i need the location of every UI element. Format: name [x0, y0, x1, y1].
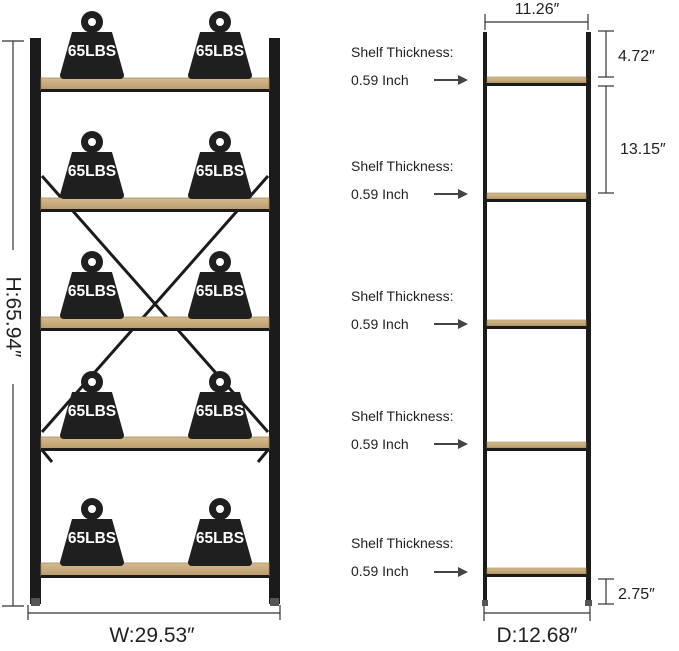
- depth-dimension: [483, 606, 591, 621]
- front-shelf-2: [40, 197, 270, 211]
- weight-icons: 65LBS 65LBS 65LBS 65LBS 65LBS: [60, 11, 252, 566]
- side-shelf-2: [486, 192, 587, 200]
- side-view: 11.26″ D:12.68″: [351, 1, 666, 647]
- weight-label: 65LBS: [68, 43, 116, 60]
- right-foot: [270, 598, 279, 606]
- side-shelf-5-rail: [487, 574, 586, 577]
- weight-icon: 65LBS: [60, 498, 124, 566]
- shelf-note-title: Shelf Thickness:: [351, 535, 453, 551]
- arrow-right-icon: [434, 189, 468, 199]
- front-view: H:65.94″ W:29.53″: [2, 11, 281, 647]
- shelf-note: Shelf Thickness: 0.59 Inch: [351, 44, 468, 88]
- cross-braces: [40, 175, 270, 463]
- width-label: W:29.53″: [109, 624, 195, 646]
- arrow-right-icon: [434, 567, 468, 577]
- bottom-gap-dimension: [598, 578, 614, 605]
- side-foot-back: [585, 600, 592, 606]
- weight-label: 65LBS: [68, 403, 116, 420]
- front-shelves: [40, 77, 270, 578]
- weight-icon: 65LBS: [60, 131, 124, 199]
- top-gap-dimension: [598, 30, 614, 78]
- shelf-note: Shelf Thickness: 0.59 Inch: [351, 535, 468, 579]
- right-post: [269, 38, 280, 604]
- weight-icon: 65LBS: [60, 11, 124, 79]
- shelf-note-value: 0.59 Inch: [351, 316, 409, 332]
- height-dimension: [2, 40, 24, 607]
- top-gap-label: 4.72″: [618, 48, 655, 65]
- width-dimension: [27, 605, 281, 620]
- shelf-note-title: Shelf Thickness:: [351, 44, 453, 60]
- front-shelf-1-rail: [41, 89, 269, 92]
- shelf-note: Shelf Thickness: 0.59 Inch: [351, 158, 468, 202]
- depth-label: D:12.68″: [497, 624, 579, 646]
- weight-label: 65LBS: [196, 530, 244, 547]
- shelf-note-value: 0.59 Inch: [351, 72, 409, 88]
- side-shelves: [486, 76, 587, 577]
- arrow-right-icon: [434, 75, 468, 85]
- bottom-gap-label: 2.75″: [618, 586, 655, 603]
- shelf-note-title: Shelf Thickness:: [351, 288, 453, 304]
- side-shelf-1-rail: [487, 83, 586, 86]
- shelf-note: Shelf Thickness: 0.59 Inch: [351, 288, 468, 332]
- front-shelf-2-rail: [41, 209, 269, 212]
- weight-label: 65LBS: [68, 163, 116, 180]
- weight-label: 65LBS: [196, 43, 244, 60]
- arrow-right-icon: [434, 439, 468, 449]
- shelf-note-title: Shelf Thickness:: [351, 158, 453, 174]
- shelf-note-value: 0.59 Inch: [351, 186, 409, 202]
- front-shelf-4-rail: [41, 448, 269, 451]
- weight-icon: 65LBS: [188, 371, 252, 439]
- side-front-post: [483, 32, 487, 604]
- weight-icon: 65LBS: [60, 251, 124, 319]
- side-shelf-2-rail: [487, 199, 586, 202]
- weight-icon: 65LBS: [188, 498, 252, 566]
- left-foot: [31, 598, 40, 606]
- arrow-right-icon: [434, 319, 468, 329]
- weight-label: 65LBS: [196, 403, 244, 420]
- shelf-notes: Shelf Thickness: 0.59 Inch Shelf Thickne…: [351, 44, 468, 579]
- front-shelf-3-rail: [41, 328, 269, 331]
- top-width-dimension: [484, 14, 589, 30]
- side-shelf-4: [486, 441, 587, 449]
- side-foot-front: [482, 600, 488, 606]
- shelf-gap-dimension: [598, 85, 614, 194]
- weight-label: 65LBS: [68, 283, 116, 300]
- side-shelf-1: [486, 76, 587, 84]
- shelf-gap-label: 13.15″: [620, 141, 666, 158]
- side-shelf-3: [486, 319, 587, 327]
- weight-icon: 65LBS: [188, 131, 252, 199]
- side-shelf-4-rail: [487, 448, 586, 451]
- height-label: H:65.94″: [2, 277, 25, 359]
- left-post: [30, 38, 41, 604]
- front-shelf-5-rail: [41, 575, 269, 578]
- shelf-note-value: 0.59 Inch: [351, 563, 409, 579]
- weight-label: 65LBS: [196, 283, 244, 300]
- front-shelf-1: [40, 77, 270, 91]
- shelf-note: Shelf Thickness: 0.59 Inch: [351, 408, 468, 452]
- weight-label: 65LBS: [68, 530, 116, 547]
- side-shelf-3-rail: [487, 326, 586, 329]
- weight-icon: 65LBS: [188, 11, 252, 79]
- top-width-label: 11.26″: [515, 1, 560, 18]
- side-back-post: [586, 32, 591, 604]
- shelf-note-title: Shelf Thickness:: [351, 408, 453, 424]
- side-shelf-5: [486, 567, 587, 575]
- weight-label: 65LBS: [196, 163, 244, 180]
- weight-icon: 65LBS: [188, 251, 252, 319]
- shelf-note-value: 0.59 Inch: [351, 436, 409, 452]
- weight-icon: 65LBS: [60, 371, 124, 439]
